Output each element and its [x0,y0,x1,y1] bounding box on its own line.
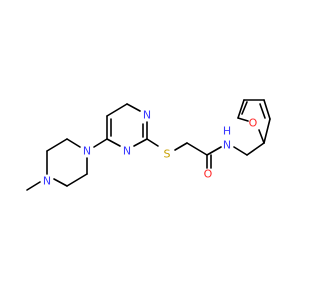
atom-n-methylpiperazine-1: N [83,145,91,158]
bond-pip-3 [66,138,81,148]
bond-pip-2 [46,138,68,152]
atom-n-pyrimidine-1: N [123,145,131,158]
bond-ch2-furan [246,142,265,156]
bonds [26,99,271,191]
bond-furan-5 [263,99,271,120]
bond-s-ch2 [174,142,188,151]
bond-pyr-3 [126,103,141,112]
bond-pyr-2 [106,103,128,117]
atom-n-pyrimidine-3: N [143,109,151,122]
bond-furan-2 [237,117,249,122]
atom-o-furan: O [249,117,258,130]
atom-h-amide: H [223,125,231,138]
bond-furan-3 [237,99,245,119]
bond-pyr-5 [133,138,148,147]
bond-furan-3b [241,101,248,115]
bond-pip-5 [66,173,88,187]
bond-methyl-n [26,181,41,191]
bond-pyr-6 [106,138,121,147]
atom-n-amide: N [223,139,231,152]
bond-furan-6 [263,118,271,144]
molecule-canvas: N N N N S O N H O [26,99,271,191]
atom-n-methylpiperazine-4: N [43,175,51,188]
atom-labels: N N N N S O N H O [43,109,258,188]
bond-pip-6 [53,178,68,187]
atom-o-carbonyl: O [204,168,213,181]
molecule-structure: N N N N S O N H O [26,99,271,191]
bond-pip-pyr [93,138,108,148]
bond-furan-1 [258,129,265,144]
bond-pyr-s [146,138,159,147]
bond-ch2-co [186,142,208,156]
bond-c-nh [206,146,222,156]
atom-s-thioether: S [164,148,171,161]
bond-furan-5b [259,103,266,119]
bond-nh-ch2 [233,146,248,156]
